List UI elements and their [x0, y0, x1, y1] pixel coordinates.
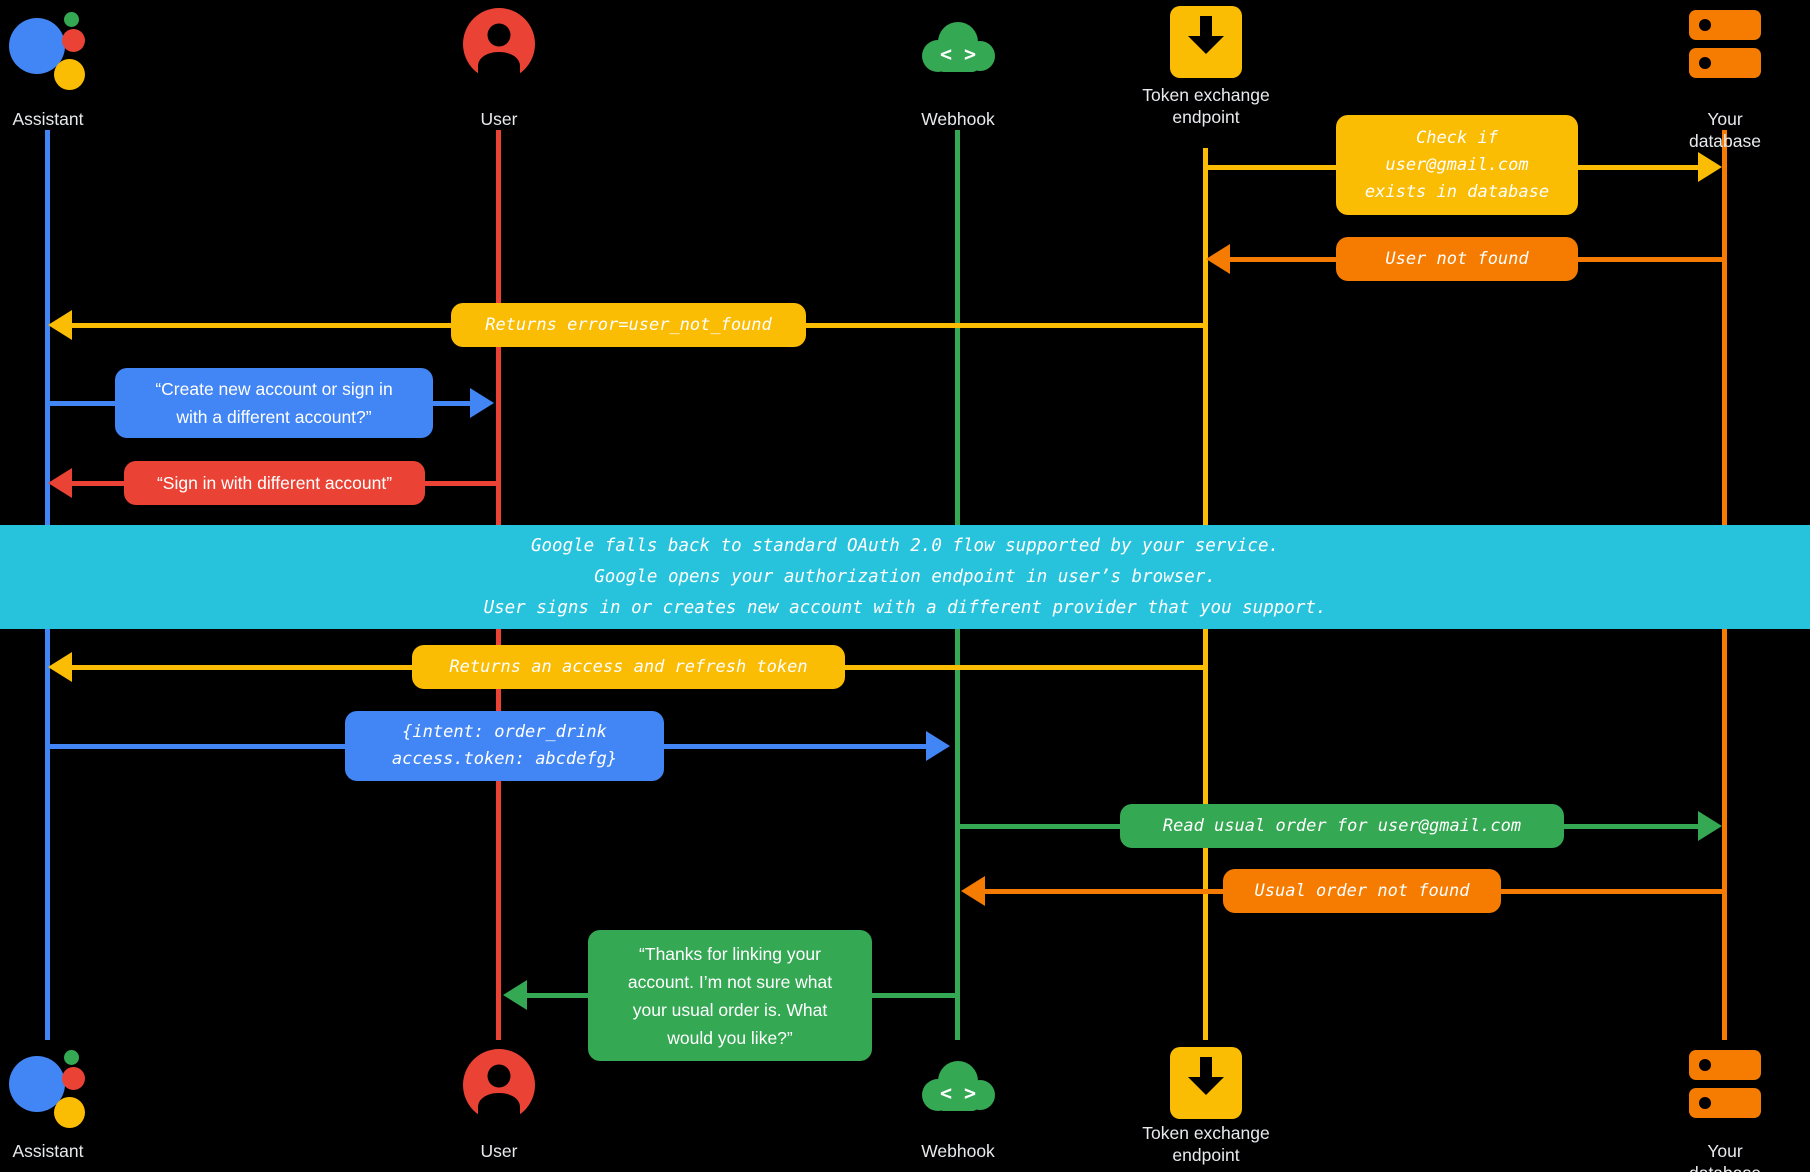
arrowhead-left-icon [1206, 244, 1230, 274]
arrowhead-left-icon [48, 468, 72, 498]
arrowhead-left-icon [503, 980, 527, 1010]
webhook-cloud-icon: < > [912, 1053, 1004, 1124]
user-icon [463, 8, 535, 85]
google-assistant-icon [0, 1040, 90, 1130]
database-icon [1689, 1048, 1761, 1125]
arrowhead-left-icon [48, 652, 72, 682]
arrowhead-right-icon [1698, 152, 1722, 182]
webhook-cloud-icon: < > [912, 14, 1004, 85]
assistant-red-circle [62, 29, 85, 52]
assistant-label-top: Assistant [12, 109, 84, 129]
message-create-or-signin: “Create new account or sign in with a di… [115, 368, 433, 438]
assistant-green-circle [64, 1050, 79, 1065]
token-endpoint-label-top: Token exchange endpoint [1142, 85, 1270, 127]
assistant-blue-circle [9, 18, 65, 74]
code-glyph: < > [940, 1081, 976, 1105]
message-check-user-exists: Check if user@gmail.com exists in databa… [1336, 115, 1578, 215]
user-label-bottom: User [480, 1141, 518, 1161]
token-exchange-icon [1170, 1047, 1242, 1124]
user-label-top: User [480, 109, 518, 129]
message-returns-tokens: Returns an access and refresh token [412, 645, 845, 689]
message-intent-payload: {intent: order_drink access.token: abcde… [345, 711, 664, 781]
message-thanks-for-linking: “Thanks for linking your account. I’m no… [588, 930, 872, 1061]
webhook-label-bottom: Webhook [921, 1141, 995, 1161]
assistant-yellow-circle [54, 1097, 85, 1128]
token-exchange-icon [1170, 6, 1242, 83]
google-assistant-icon [0, 2, 90, 92]
database-label-bottom: Your database [1689, 1141, 1761, 1172]
message-read-usual-order: Read usual order for user@gmail.com [1120, 804, 1564, 848]
database-icon [1689, 8, 1761, 85]
code-glyph: < > [940, 42, 976, 66]
assistant-blue-circle [9, 1056, 65, 1112]
oauth-fallback-note: Google falls back to standard OAuth 2.0 … [0, 525, 1810, 629]
message-usual-order-not-found: Usual order not found [1223, 869, 1501, 913]
token-endpoint-label-bottom: Token exchange endpoint [1142, 1123, 1270, 1165]
arrowhead-right-icon [470, 388, 494, 418]
assistant-green-circle [64, 12, 79, 27]
message-returns-error: Returns error=user_not_found [451, 303, 806, 347]
message-signin-different: “Sign in with different account” [124, 461, 425, 505]
arrowhead-right-icon [926, 731, 950, 761]
assistant-label-bottom: Assistant [12, 1141, 84, 1161]
arrowhead-left-icon [961, 876, 985, 906]
message-user-not-found: User not found [1336, 237, 1578, 281]
assistant-red-circle [62, 1067, 85, 1090]
webhook-label-top: Webhook [921, 109, 995, 129]
arrowhead-right-icon [1698, 811, 1722, 841]
assistant-yellow-circle [54, 59, 85, 90]
arrowhead-left-icon [48, 310, 72, 340]
database-label-top: Your database [1688, 109, 1761, 151]
user-icon [463, 1049, 535, 1126]
